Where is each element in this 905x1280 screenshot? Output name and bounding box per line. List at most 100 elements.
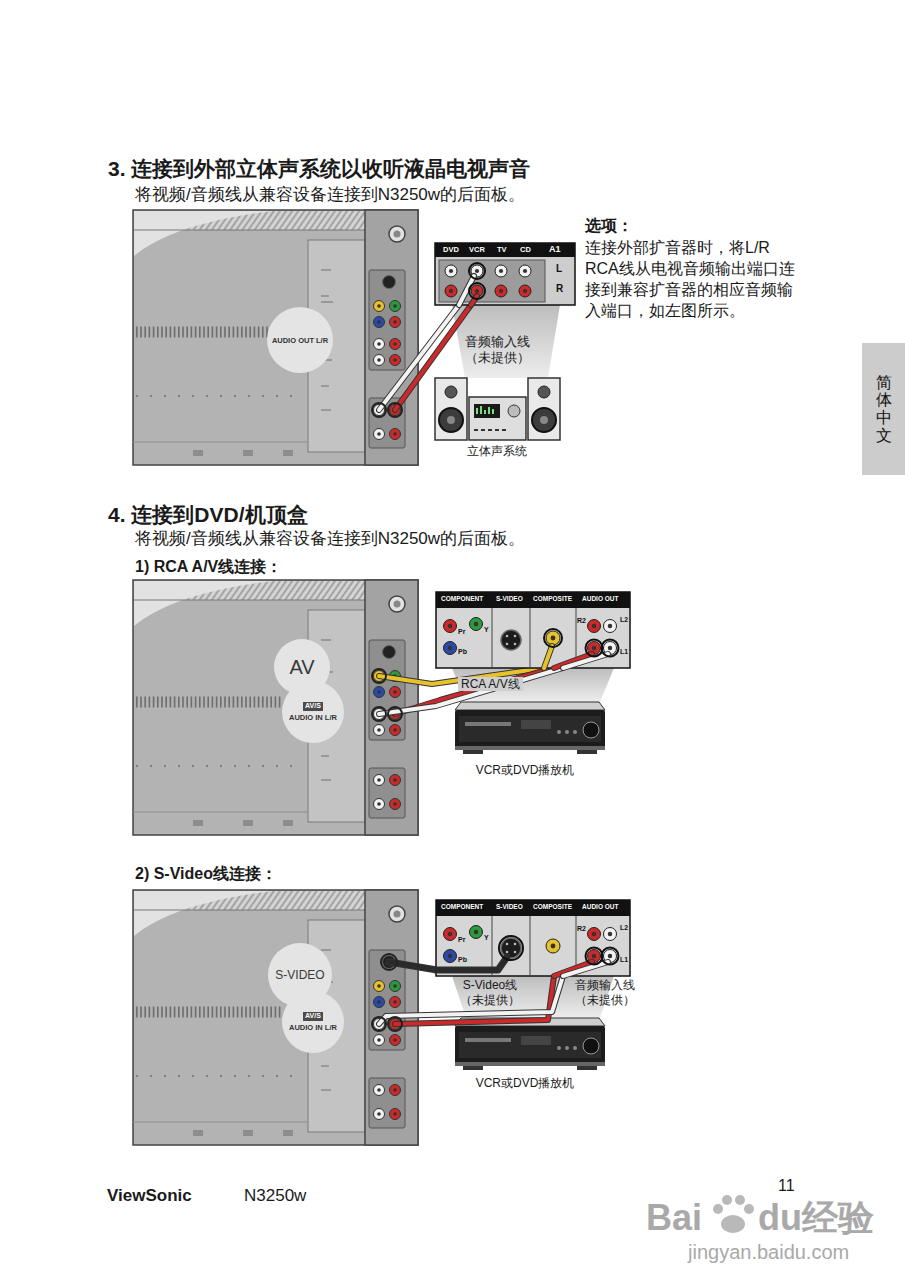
player-output-panel-part [514,943,517,946]
panel-label: R [556,284,563,294]
player-output-panel-part [604,928,617,941]
amplifier-input-panel-part [445,285,457,297]
panel-label: COMPOSITE [533,596,572,603]
section-heading: 4. 连接到DVD/机顶盒 [108,502,308,527]
panel-label: L2 [620,925,628,932]
amplifier-input-panel: DVDVCRTVCDA1LR [435,243,575,305]
player-output-panel-part [608,624,613,629]
panel-label: Pr [458,628,465,635]
amplifier-input-panel-part [523,269,527,273]
stereo-system-part [532,408,556,432]
tv-rear-view [133,890,418,1145]
panel-label: COMPONENT [441,596,483,603]
audio-cable-part [395,305,471,410]
stereo-system-part [540,416,548,424]
stereo-system-part [452,305,560,378]
panel-label: COMPOSITE [533,904,572,911]
panel-label: COMPONENT [441,904,483,911]
player-output-panel-part [474,930,479,935]
amplifier-input-panel-part [469,283,485,299]
player-output-panel-part [544,646,552,668]
watermark-paw-part [713,1204,723,1214]
vcr-player [455,702,605,754]
audio-cable-part [372,1017,386,1031]
device-caption: 立体声系统 [462,444,532,458]
player-output-panel-part [499,936,523,960]
amplifier-input-panel-part [445,265,457,277]
watermark-paw-part [721,1215,745,1233]
stereo-system-part [435,378,467,440]
player-output-panel-part [470,618,483,631]
player-output-panel-part [604,620,617,633]
callout-text: AUDIO OUT L/R [272,336,328,345]
amplifier-input-panel-part [449,289,453,293]
player-output-panel-part [563,962,608,976]
player-output-panel: COMPONENTS-VIDEOCOMPOSITEAUDIO OUTPrYPbR… [436,592,630,668]
player-output-panel-part [563,654,608,668]
player-output-panel-part [530,916,531,976]
language-tab: 简体中文 [862,343,905,475]
player-output-panel-part [546,939,560,953]
amplifier-input-panel-part [449,269,453,273]
player-output-panel-part [588,928,601,941]
page-number: 11 [778,1176,795,1195]
player-output-panel-part [436,592,630,668]
player-output-panel-part [444,950,457,963]
stereo-system-part [538,386,550,398]
player-output-panel-part [530,608,531,668]
watermark: jingyan.baidu.com [688,1240,849,1264]
player-output-panel-part [436,900,630,916]
player-output-panel-part [436,957,507,970]
player-output-panel-part [602,640,619,657]
amplifier-input-panel-part [469,263,485,279]
player-output-panel-part [586,640,603,657]
watermark-paw-part [735,1195,745,1205]
cable-label: RCA A/V线 [458,677,523,691]
panel-label: S-VIDEO [496,904,523,911]
audio-cable [372,976,563,1031]
panel-label: DVD [443,246,459,254]
tv-rear-view [133,580,418,835]
panel-label: R2 [577,617,586,624]
s-video-cable [381,954,437,970]
player-output-panel-part [444,642,457,655]
panel-label: L [556,264,562,274]
audio-cable-part [379,976,563,1024]
amplifier-input-panel-part [475,269,479,273]
amplifier-input-panel-part [499,289,503,293]
player-output-panel-part [563,654,608,668]
stereo-system-part [469,397,526,440]
amplifier-input-panel-part [495,285,507,297]
player-output-panel-part [608,954,613,959]
amplifier-input-panel-part [519,285,531,297]
player-output-panel-part [551,944,556,949]
panel-label: Pb [458,956,467,963]
player-output-panel-part [448,932,453,937]
player-output-panel-part [492,608,493,668]
rca-av-cable-part [372,707,386,721]
player-output-panel-part [546,631,560,645]
cable-label: 音频输入线 （未提供） [461,334,533,366]
player-output-panel-part [563,962,608,976]
rca-av-cable [372,668,563,721]
amplifier-input-panel-part [523,289,527,293]
rca-av-cable-part [379,668,563,714]
audio-cable-part [395,305,471,410]
footer-brand: ViewSonic [107,1186,192,1206]
panel-label: VCR [469,246,485,254]
callout-text: AV/S [303,1012,323,1020]
callout-text: AUDIO IN L/R [289,713,337,722]
player-output-panel-part [592,624,597,629]
panel-label: TV [497,246,507,254]
device-caption: VCR或DVD播放机 [470,763,580,777]
player-output-panel-part [592,954,597,959]
callout-circle: AV/SAUDIO IN L/R [282,681,344,743]
stereo-system-part [508,405,520,417]
panel-label: L2 [620,617,628,624]
watermark-paw-part [722,1195,732,1205]
callout-text: S-VIDEO [275,968,324,982]
panel-label: Pb [458,648,467,655]
callout-circle: AV/SAUDIO IN L/R [282,991,344,1053]
player-output-panel-part [501,938,521,958]
player-output-panel-part [501,630,521,650]
